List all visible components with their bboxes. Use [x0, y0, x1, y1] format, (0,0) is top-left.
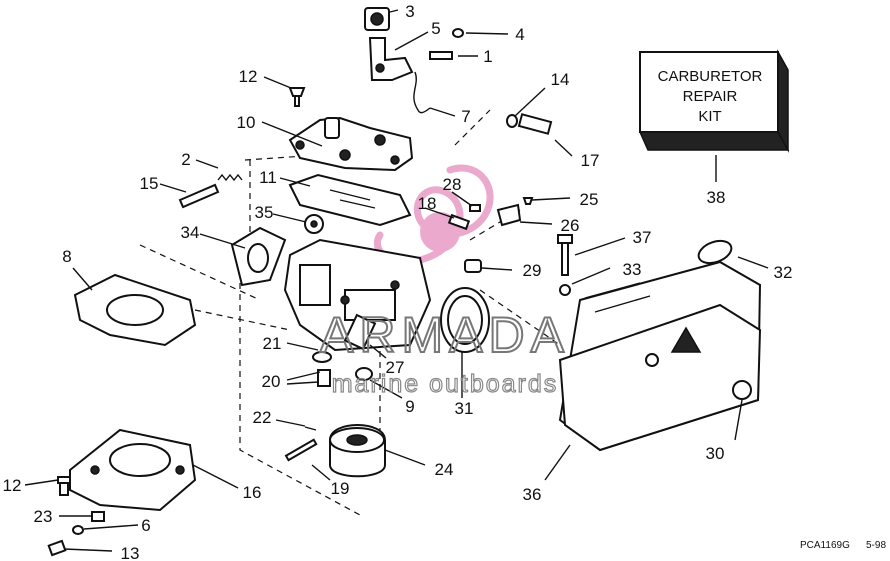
- watermark-main-text: ARMADA: [320, 307, 570, 363]
- callout-18: 18: [418, 194, 437, 213]
- callout-19: 19: [331, 479, 350, 498]
- part-24-float: [329, 424, 386, 478]
- callout-16: 16: [243, 483, 262, 502]
- callout-14: 14: [551, 70, 570, 89]
- part-23-plug: [91, 511, 105, 522]
- part-3-cap: [364, 7, 390, 31]
- callout-15: 15: [140, 174, 159, 193]
- callout-34: 34: [181, 223, 200, 242]
- callout-27: 27: [386, 358, 405, 377]
- callout-8: 8: [62, 247, 71, 266]
- part-18-pin: [447, 213, 471, 231]
- callout-9: 9: [405, 397, 414, 416]
- callout-2: 2: [181, 150, 190, 169]
- part-13-screw: [47, 539, 67, 557]
- part-35-nut: [304, 214, 324, 234]
- part-29-fitting: [464, 259, 482, 273]
- callout-10: 10: [237, 113, 256, 132]
- callout-17: 17: [581, 151, 600, 170]
- callout-36: 36: [523, 485, 542, 504]
- part-9-plug: [355, 367, 373, 381]
- callout-5: 5: [431, 19, 440, 38]
- callout-13: 13: [121, 544, 140, 561]
- callout-30: 30: [706, 444, 725, 463]
- part-36-silencer: [558, 260, 762, 452]
- part-12-screw-bottom: [57, 476, 71, 496]
- part-6-washer: [72, 525, 84, 535]
- part-20-jet: [317, 369, 331, 387]
- callout-1: 1: [483, 47, 492, 66]
- callout-labels: 3 4 5 1 12 7 14 10 17 2 15 11 28 25 18 3…: [3, 2, 793, 561]
- part-4-ring: [452, 28, 464, 38]
- callout-31: 31: [455, 399, 474, 418]
- callout-22: 22: [253, 408, 272, 427]
- part-11-gasket: [288, 173, 412, 227]
- part-1-screw: [429, 51, 453, 60]
- footer: PCA1169G 5-98: [800, 540, 886, 551]
- part-8-gasket: [73, 273, 197, 347]
- part-17-screw: [517, 113, 553, 135]
- part-19-pin: [284, 438, 318, 462]
- callout-21: 21: [263, 334, 282, 353]
- part-26-bracket: [496, 203, 522, 227]
- part-16-bowl: [69, 428, 197, 512]
- part-22-pin: [304, 426, 317, 431]
- part-carb-body: [283, 238, 432, 352]
- callout-23: 23: [34, 507, 53, 526]
- part-12-screw-top: [288, 87, 306, 107]
- leader-lines: [24, 9, 769, 552]
- kit-label-line2: REPAIR: [683, 88, 738, 105]
- part-37-screw: [557, 234, 573, 276]
- kit-label-line3: KIT: [698, 108, 721, 125]
- callout-33: 33: [623, 260, 642, 279]
- callout-38: 38: [707, 188, 726, 207]
- callout-4: 4: [515, 25, 524, 44]
- callout-11: 11: [259, 168, 277, 187]
- part-31-oring: [440, 287, 490, 353]
- callout-7: 7: [461, 107, 470, 126]
- callout-25: 25: [580, 190, 599, 209]
- callout-26: 26: [561, 216, 580, 235]
- part-7-link: [413, 71, 431, 114]
- part-15-screw: [178, 183, 220, 209]
- part-2-spring: [217, 173, 243, 182]
- callout-35: 35: [255, 203, 274, 222]
- footer-date: 5-98: [866, 540, 886, 551]
- callout-28: 28: [443, 175, 462, 194]
- callout-3: 3: [405, 2, 414, 21]
- callout-12-top: 12: [239, 67, 258, 86]
- kit-label-line1: CARBURETOR: [658, 68, 763, 85]
- part-5-fitting: [368, 37, 414, 81]
- part-14-washer: [506, 114, 518, 128]
- part-10-cover: [288, 116, 414, 172]
- footer-code: PCA1169G: [800, 540, 850, 551]
- part-34-gasket: [230, 226, 287, 287]
- part-25-screw: [522, 197, 534, 205]
- part-28-pin: [469, 204, 481, 212]
- carburetor-repair-kit-box: CARBURETOR REPAIR KIT: [638, 49, 790, 153]
- callout-20: 20: [262, 372, 281, 391]
- watermark-sub-text: marine outboards: [332, 370, 559, 398]
- watermark: ARMADA marine outboards: [319, 306, 570, 399]
- part-21-oring: [312, 351, 332, 363]
- part-33-washer: [559, 284, 571, 296]
- callout-6: 6: [141, 516, 150, 535]
- callout-29: 29: [523, 261, 542, 280]
- callout-12-bottom: 12: [3, 476, 22, 495]
- part-27-needle: [343, 313, 377, 351]
- part-30-plug: [732, 380, 752, 400]
- callout-32: 32: [774, 263, 793, 282]
- callout-24: 24: [435, 460, 454, 479]
- callout-37: 37: [633, 228, 652, 247]
